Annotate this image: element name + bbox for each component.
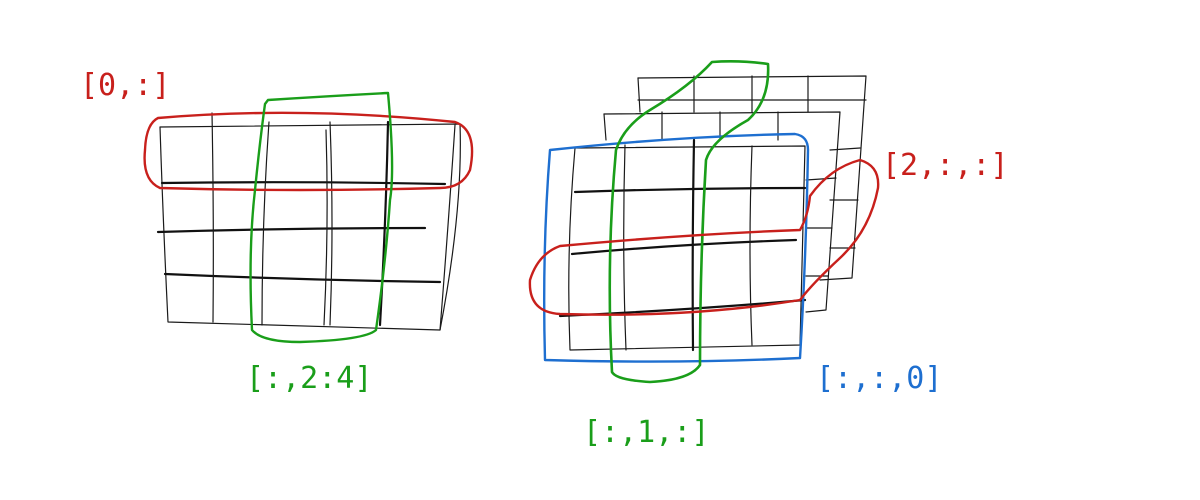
left-grid-col-line-4 xyxy=(329,121,333,326)
right-green-column-selection xyxy=(608,60,770,384)
left-green-slice-label: [:,2:4] xyxy=(246,361,372,396)
left-grid-col-line-3 xyxy=(323,129,328,326)
left-grid-col-line-2 xyxy=(261,121,270,326)
left-grid-col-line-5 xyxy=(378,120,390,327)
right-blue-slice-label: [:,:,0] xyxy=(816,361,942,396)
left-grid-row-line-1 xyxy=(160,181,447,186)
right-blue-layer-selection xyxy=(542,132,810,363)
right-3d-array: [2,:,:] [:,1,:] [:,:,0] xyxy=(528,60,1008,450)
right-front-layer xyxy=(558,138,807,352)
right-green-slice-label: [:,1,:] xyxy=(583,415,709,450)
left-2d-array: [0,:] [:,2:4] xyxy=(80,68,474,396)
left-grid-col-line-1 xyxy=(211,112,214,323)
right-middle-layer xyxy=(603,111,841,313)
left-green-column-selection xyxy=(249,91,394,344)
left-red-row-selection xyxy=(143,111,474,192)
left-grid-row-line-2 xyxy=(156,226,427,234)
right-red-row-selection xyxy=(528,158,880,316)
left-red-slice-label: [0,:] xyxy=(80,68,170,103)
left-grid-col-line-6 xyxy=(439,124,456,331)
right-red-slice-label: [2,:,:] xyxy=(882,148,1008,183)
left-grid-row-line-3 xyxy=(163,272,442,284)
